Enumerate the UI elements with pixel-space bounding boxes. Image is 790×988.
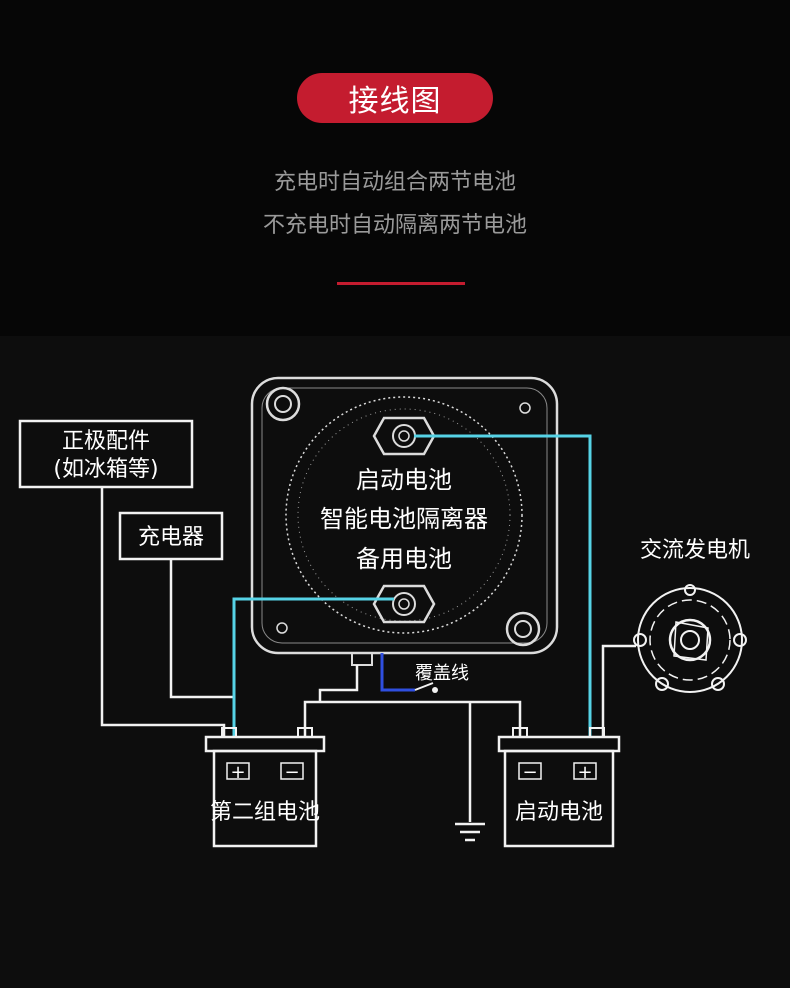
override-wire: 覆盖线 — [380, 653, 469, 693]
diagram-title-badge: 接线图 — [297, 73, 493, 123]
isolator-name-label: 智能电池隔离器 — [320, 505, 488, 533]
wire-battery-left-to-ground — [303, 700, 470, 737]
battery-isolator — [250, 376, 559, 666]
wire-start-battery-neg — [470, 700, 522, 737]
isolator-label-backup-battery: 备用电池 — [356, 545, 452, 573]
wire-charger — [169, 559, 236, 737]
battery-right-top — [497, 735, 621, 753]
wire-accessory — [100, 487, 226, 737]
isolator-housing — [250, 376, 559, 655]
battery-right-minus-box — [518, 762, 542, 780]
mounting-hole-top-left-icon — [265, 386, 301, 422]
battery-left-label: 第二组电池 — [210, 800, 320, 825]
accessory-box: 正极配件 (如冰箱等) — [18, 419, 194, 489]
subtitle-line-1: 充电时自动组合两节电池 — [273, 170, 516, 195]
battery-right: − + 启动电池 — [497, 727, 621, 848]
battery-left: + − 第二组电池 — [204, 727, 326, 848]
isolator-dial-ring — [285, 396, 523, 634]
battery-right-body — [503, 749, 615, 848]
battery-right-terminal-pos — [589, 727, 605, 738]
subtitle-line-2: 不充电时自动隔离两节电池 — [262, 213, 527, 238]
accessory-label-line1: 正极配件 — [62, 429, 150, 454]
alternator-icon — [633, 584, 747, 693]
alternator-label: 交流发电机 — [640, 538, 750, 563]
red-divider — [337, 282, 465, 285]
mounting-hole-bottom-right-icon — [505, 611, 541, 647]
battery-right-label: 启动电池 — [515, 800, 603, 825]
battery-left-terminal-pos — [221, 727, 237, 738]
battery-right-terminal-neg — [512, 727, 528, 738]
screw-bottom-left-icon — [276, 622, 288, 634]
wire-alternator — [601, 644, 636, 737]
battery-right-plus-box — [573, 762, 597, 780]
battery-left-body — [212, 749, 318, 848]
isolator-dial-ring-inner — [297, 408, 511, 622]
accessory-label-line2: (如冰箱等) — [53, 457, 158, 482]
terminal-bottom-icon — [372, 584, 436, 624]
isolator-label-start-battery: 启动电池 — [356, 466, 452, 494]
wire-start-battery-positive — [414, 434, 592, 737]
battery-left-plus-box — [226, 762, 250, 780]
isolator-inner-rim — [261, 387, 548, 644]
wire-isolator-ground — [318, 665, 359, 702]
charger-label: 充电器 — [138, 525, 204, 550]
override-switch-contact-icon — [432, 687, 438, 693]
wire-backup-battery-positive — [232, 597, 394, 737]
diagram-panel — [0, 336, 790, 988]
plus-icon: + — [230, 762, 245, 783]
battery-left-terminal-neg — [297, 727, 313, 738]
ground-icon — [455, 822, 485, 842]
battery-left-minus-box — [280, 762, 304, 780]
override-label: 覆盖线 — [415, 663, 469, 684]
minus-icon: − — [522, 762, 537, 783]
diagram-title: 接线图 — [348, 84, 442, 119]
cyan-wires — [232, 434, 592, 737]
charger-box: 充电器 — [118, 511, 224, 561]
plus-icon: + — [577, 762, 592, 783]
battery-left-top — [204, 735, 326, 753]
minus-icon: − — [284, 762, 299, 783]
override-connector — [351, 652, 373, 666]
screw-top-right-icon — [519, 402, 531, 414]
